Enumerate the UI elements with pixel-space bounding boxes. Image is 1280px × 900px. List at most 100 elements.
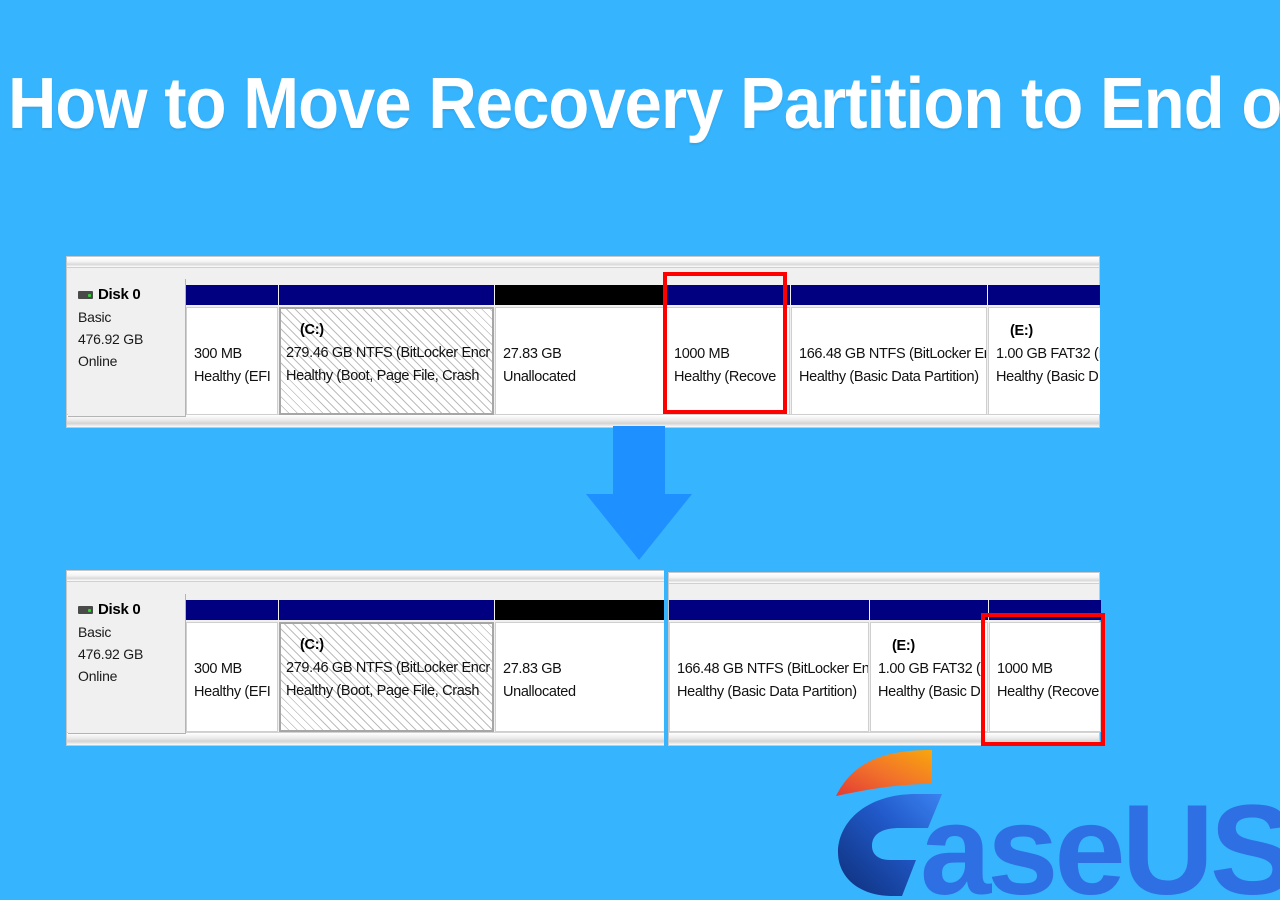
- disk-icon: [78, 291, 93, 299]
- partition-size: 300 MB: [194, 661, 242, 677]
- down-arrow-icon: [586, 426, 692, 560]
- partition-strip-after-right: 166.48 GB NTFS (BitLocker Enc Healthy (B…: [669, 600, 1101, 736]
- partition-body[interactable]: (E:) 1.00 GB FAT32 (I Healthy (Basic D: [988, 307, 1100, 415]
- partition-recovery[interactable]: 1000 MB Healthy (Recove: [666, 285, 790, 419]
- partition-body[interactable]: 300 MB Healthy (EFI: [186, 307, 278, 415]
- partition-status: Healthy (Basic Data Partition): [799, 369, 979, 385]
- partition-c[interactable]: (C:) 279.46 GB NTFS (BitLocker Encr Heal…: [279, 285, 494, 419]
- partition-size: 279.46 GB NTFS (BitLocker Encr: [286, 660, 490, 676]
- partition-e[interactable]: (E:) 1.00 GB FAT32 (I Healthy (Basic D: [988, 285, 1100, 419]
- disk-title-row: Disk 0: [78, 602, 185, 618]
- panel-bottom-strip: [669, 732, 1099, 745]
- disk-info-after[interactable]: Disk 0 Basic 476.92 GB Online: [68, 594, 186, 734]
- partition-status: Healthy (Basic D: [996, 369, 1099, 385]
- partition-body[interactable]: 300 MB Healthy (EFI: [186, 622, 278, 732]
- partition-letter-spacer: [997, 635, 1100, 658]
- partition-body[interactable]: (C:) 279.46 GB NTFS (BitLocker Encr Heal…: [279, 622, 494, 732]
- partition-body[interactable]: (E:) 1.00 GB FAT32 (I Healthy (Basic D: [870, 622, 988, 732]
- partition-size: 166.48 GB NTFS (BitLocker Enc: [677, 661, 869, 677]
- partition-status: Unallocated: [503, 369, 576, 385]
- partition-unallocated[interactable]: 27.83 GB Unallocated: [495, 600, 666, 736]
- disk-name: Disk 0: [98, 286, 141, 303]
- partition-header-bar: [279, 600, 494, 620]
- partition-drive-letter: (C:): [300, 322, 324, 338]
- disk-status: Online: [78, 353, 118, 369]
- partition-strip-before: 300 MB Healthy (EFI (C:) 279.46 GB NTFS …: [186, 285, 1100, 419]
- panel-top-strip: [67, 571, 665, 582]
- easeus-wordmark: aseUS: [920, 779, 1280, 900]
- disk-name: Disk 0: [98, 601, 141, 618]
- partition-c[interactable]: (C:) 279.46 GB NTFS (BitLocker Encr Heal…: [279, 600, 494, 736]
- partition-status: Healthy (Boot, Page File, Crash: [286, 368, 480, 384]
- partition-efi[interactable]: 300 MB Healthy (EFI: [186, 285, 278, 419]
- partition-size: 279.46 GB NTFS (BitLocker Encr: [286, 345, 490, 361]
- partition-status: Healthy (Recove: [997, 684, 1099, 700]
- partition-header-bar: [495, 285, 665, 305]
- disk-type: Basic: [78, 624, 112, 640]
- partition-body[interactable]: 27.83 GB Unallocated: [495, 307, 665, 415]
- partition-status: Healthy (Boot, Page File, Crash: [286, 683, 480, 699]
- disk-info-before[interactable]: Disk 0 Basic 476.92 GB Online: [68, 279, 186, 417]
- partition-letter-spacer: [194, 320, 277, 343]
- partition-header-bar: [495, 600, 666, 620]
- partition-header-bar: [186, 285, 278, 305]
- disk-capacity: 476.92 GB: [78, 646, 144, 662]
- partition-size: 166.48 GB NTFS (BitLocker Enc: [799, 346, 987, 362]
- partition-body[interactable]: 27.83 GB Unallocated: [495, 622, 666, 732]
- partition-status: Healthy (EFI: [194, 369, 271, 385]
- partition-header-bar: [989, 600, 1101, 620]
- partition-status: Healthy (Basic Data Partition): [677, 684, 857, 700]
- panel-top-strip: [67, 257, 1099, 268]
- partition-e[interactable]: (E:) 1.00 GB FAT32 (I Healthy (Basic D: [870, 600, 988, 736]
- partition-recovery[interactable]: 1000 MB Healthy (Recove: [989, 600, 1101, 736]
- partition-letter-spacer: [194, 635, 277, 658]
- partition-body[interactable]: 166.48 GB NTFS (BitLocker Enc Healthy (B…: [669, 622, 869, 732]
- disk-icon: [78, 606, 93, 614]
- partition-header-bar: [870, 600, 988, 620]
- partition-header-bar: [669, 600, 869, 620]
- partition-letter-spacer: [677, 635, 868, 658]
- partition-unallocated[interactable]: 27.83 GB Unallocated: [495, 285, 665, 419]
- partition-size: 300 MB: [194, 346, 242, 362]
- partition-size: 27.83 GB: [503, 346, 562, 362]
- disk-management-panel-before: Disk 0 Basic 476.92 GB Online 300 MB Hea…: [66, 256, 1100, 428]
- partition-status: Healthy (Basic D: [878, 684, 981, 700]
- partition-efi[interactable]: 300 MB Healthy (EFI: [186, 600, 278, 736]
- partition-header-bar: [279, 285, 494, 305]
- partition-body[interactable]: 1000 MB Healthy (Recove: [666, 307, 790, 415]
- partition-letter-spacer: [503, 320, 664, 343]
- partition-body[interactable]: 166.48 GB NTFS (BitLocker Enc Healthy (B…: [791, 307, 987, 415]
- partition-drive-letter: (E:): [892, 638, 915, 654]
- disk-title-row: Disk 0: [78, 287, 185, 303]
- page-title: How to Move Recovery Partition to End of…: [8, 64, 1280, 144]
- disk-management-panel-after-left: Disk 0 Basic 476.92 GB Online 300 MB Hea…: [66, 570, 666, 746]
- partition-body[interactable]: 1000 MB Healthy (Recove: [989, 622, 1101, 732]
- partition-status: Healthy (Recove: [674, 369, 776, 385]
- partition-size: 1000 MB: [997, 661, 1053, 677]
- partition-header-bar: [666, 285, 790, 305]
- partition-header-bar: [791, 285, 987, 305]
- panel-bottom-strip: [67, 732, 665, 745]
- partition-drive-letter: (E:): [1010, 323, 1033, 339]
- easeus-flag-icon: [836, 750, 932, 796]
- easeus-logo: aseUS: [836, 750, 1280, 900]
- disk-management-panel-after-right: 166.48 GB NTFS (BitLocker Enc Healthy (B…: [668, 572, 1101, 746]
- partition-size: 1.00 GB FAT32 (I: [878, 661, 985, 677]
- partition-size: 27.83 GB: [503, 661, 562, 677]
- partition-status: Healthy (EFI: [194, 684, 271, 700]
- partition-drive-letter: (C:): [300, 637, 324, 653]
- easeus-c-icon: [838, 794, 942, 896]
- partition-size: 1.00 GB FAT32 (I: [996, 346, 1100, 362]
- partition-size: 1000 MB: [674, 346, 730, 362]
- partition-status: Unallocated: [503, 684, 576, 700]
- partition-data[interactable]: 166.48 GB NTFS (BitLocker Enc Healthy (B…: [791, 285, 987, 419]
- partition-data[interactable]: 166.48 GB NTFS (BitLocker Enc Healthy (B…: [669, 600, 869, 736]
- partition-header-bar: [988, 285, 1100, 305]
- partition-body[interactable]: (C:) 279.46 GB NTFS (BitLocker Encr Heal…: [279, 307, 494, 415]
- partition-letter-spacer: [503, 635, 665, 658]
- partition-letter-spacer: [799, 320, 986, 343]
- disk-type: Basic: [78, 309, 112, 325]
- disk-status: Online: [78, 668, 118, 684]
- disk-capacity: 476.92 GB: [78, 331, 144, 347]
- partition-letter-spacer: [674, 320, 789, 343]
